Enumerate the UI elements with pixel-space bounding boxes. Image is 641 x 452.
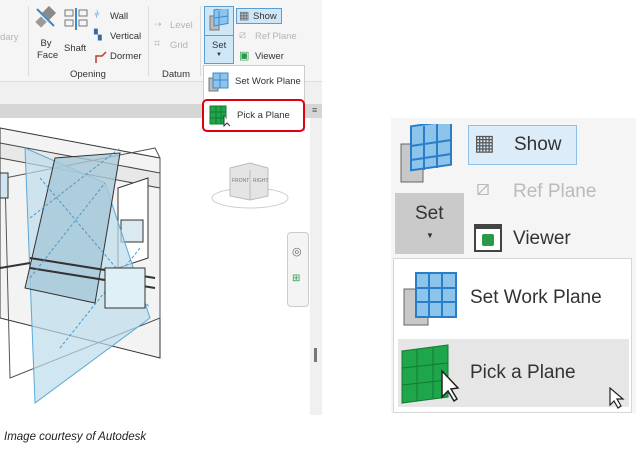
ref-plane-label: Ref Plane (255, 31, 297, 42)
zoomed-detail-panel: ▦ Show ⧄ Ref Plane Set ▼ Viewer Set Work… (391, 118, 636, 413)
set-dropdown-menu: Set Work Plane Pick a Plane (202, 65, 305, 132)
pick-plane-icon (401, 344, 460, 404)
navigation-bar: ◎ ⊞ (287, 232, 309, 307)
divider (200, 6, 201, 76)
zoomed-set-label: Set (415, 203, 444, 224)
3d-viewport[interactable]: FRONT RIGHT ◎ ⊞ (0, 118, 322, 415)
level-icon: ⇢ (154, 19, 162, 29)
shaft-label: Shaft (64, 43, 87, 54)
shaft-button[interactable]: Shaft (62, 6, 90, 62)
zoomed-set-work-plane-label: Set Work Plane (470, 287, 602, 308)
set-work-plane-label: Set Work Plane (235, 76, 301, 87)
zoomed-pick-a-plane-label: Pick a Plane (470, 362, 576, 383)
by-face-icon (35, 6, 57, 28)
dormer-opening-button[interactable]: Dormer (94, 50, 148, 64)
show-label: Show (253, 11, 277, 22)
zoomed-menu-item-pick-a-plane[interactable]: Pick a Plane (398, 339, 629, 409)
zoomed-show-label: Show (514, 134, 562, 155)
work-plane-icon (208, 72, 229, 92)
chevron-down-icon: ▼ (216, 52, 222, 58)
scrollbar[interactable] (310, 118, 322, 415)
viewcube-front[interactable]: FRONT (232, 178, 250, 184)
grid-label: Grid (170, 40, 188, 51)
view-cube[interactable]: FRONT RIGHT (210, 158, 290, 213)
menu-item-set-work-plane[interactable]: Set Work Plane (204, 68, 304, 96)
level-label: Level (170, 20, 193, 31)
viewer-icon: ▣ (239, 50, 250, 62)
vertical-label: Vertical (110, 31, 142, 42)
datum-group-label: Datum (162, 69, 190, 80)
grid-button[interactable]: ⌗ Grid (154, 38, 199, 53)
zoomed-ref-plane-button[interactable]: ⧄ Ref Plane (468, 173, 633, 209)
divider (28, 6, 29, 76)
viewer-icon (474, 224, 502, 252)
grid-icon: ⌗ (154, 38, 161, 50)
divider (148, 6, 149, 76)
pick-plane-icon (209, 105, 231, 127)
viewcube-right[interactable]: RIGHT (253, 178, 269, 184)
zoomed-viewer-button[interactable]: Viewer (468, 221, 588, 257)
show-icon: ▦ (239, 10, 250, 22)
scrollbar-thumb[interactable] (314, 348, 317, 362)
viewer-button[interactable]: ▣ Viewer (236, 49, 286, 65)
zoomed-set-button[interactable]: Set ▼ (395, 193, 464, 254)
work-plane-icon (403, 272, 457, 326)
wall-label: Wall (110, 11, 129, 22)
vertical-opening-icon: ▚ (94, 30, 102, 41)
work-plane-icon (400, 124, 452, 183)
menu-icon[interactable]: ≡ (312, 105, 318, 115)
mouse-cursor-icon (609, 387, 625, 409)
zoomed-viewer-label: Viewer (513, 228, 571, 249)
ref-plane-button[interactable]: ⧄ Ref Plane (236, 29, 298, 45)
show-icon: ▦ (474, 130, 495, 155)
set-work-plane-button[interactable]: Set ▼ (204, 6, 234, 64)
zoomed-dropdown-menu: Set Work Plane Pick a Plane (393, 258, 632, 413)
zoomed-ref-plane-label: Ref Plane (513, 181, 597, 202)
boundary-label-partial: dary (0, 32, 19, 43)
wall-opening-icon: ⫩ (94, 10, 100, 21)
zoomed-show-button[interactable]: ▦ Show (468, 125, 577, 165)
dormer-icon (95, 51, 107, 63)
dormer-label: Dormer (110, 51, 142, 62)
wall-opening-button[interactable]: ⫩ Wall (94, 10, 144, 24)
ref-plane-icon: ⧄ (476, 175, 490, 200)
by-face-label: By Face (37, 38, 59, 61)
opening-group-label: Opening (70, 69, 106, 80)
ref-plane-icon: ⧄ (239, 29, 246, 41)
shaft-icon (64, 8, 88, 30)
steering-wheel-icon[interactable]: ◎ (292, 246, 302, 258)
work-plane-icon (209, 9, 229, 31)
level-button[interactable]: ⇢ Level (154, 19, 199, 33)
chevron-down-icon: ▼ (426, 231, 434, 240)
show-work-plane-button[interactable]: ▦ Show (236, 8, 282, 24)
pick-a-plane-label: Pick a Plane (237, 110, 290, 121)
by-face-button[interactable]: By Face (32, 6, 58, 62)
viewer-label: Viewer (255, 51, 284, 62)
image-caption: Image courtesy of Autodesk (4, 431, 147, 443)
view-cube-graphic (211, 162, 289, 209)
building-model (0, 127, 161, 404)
zoom-icon[interactable]: ⊞ (292, 273, 301, 284)
menu-item-pick-a-plane[interactable]: Pick a Plane (202, 99, 305, 132)
set-label: Set (212, 40, 227, 51)
zoomed-menu-item-set-work-plane[interactable]: Set Work Plane (396, 269, 629, 329)
vertical-opening-button[interactable]: ▚ Vertical (94, 30, 148, 44)
